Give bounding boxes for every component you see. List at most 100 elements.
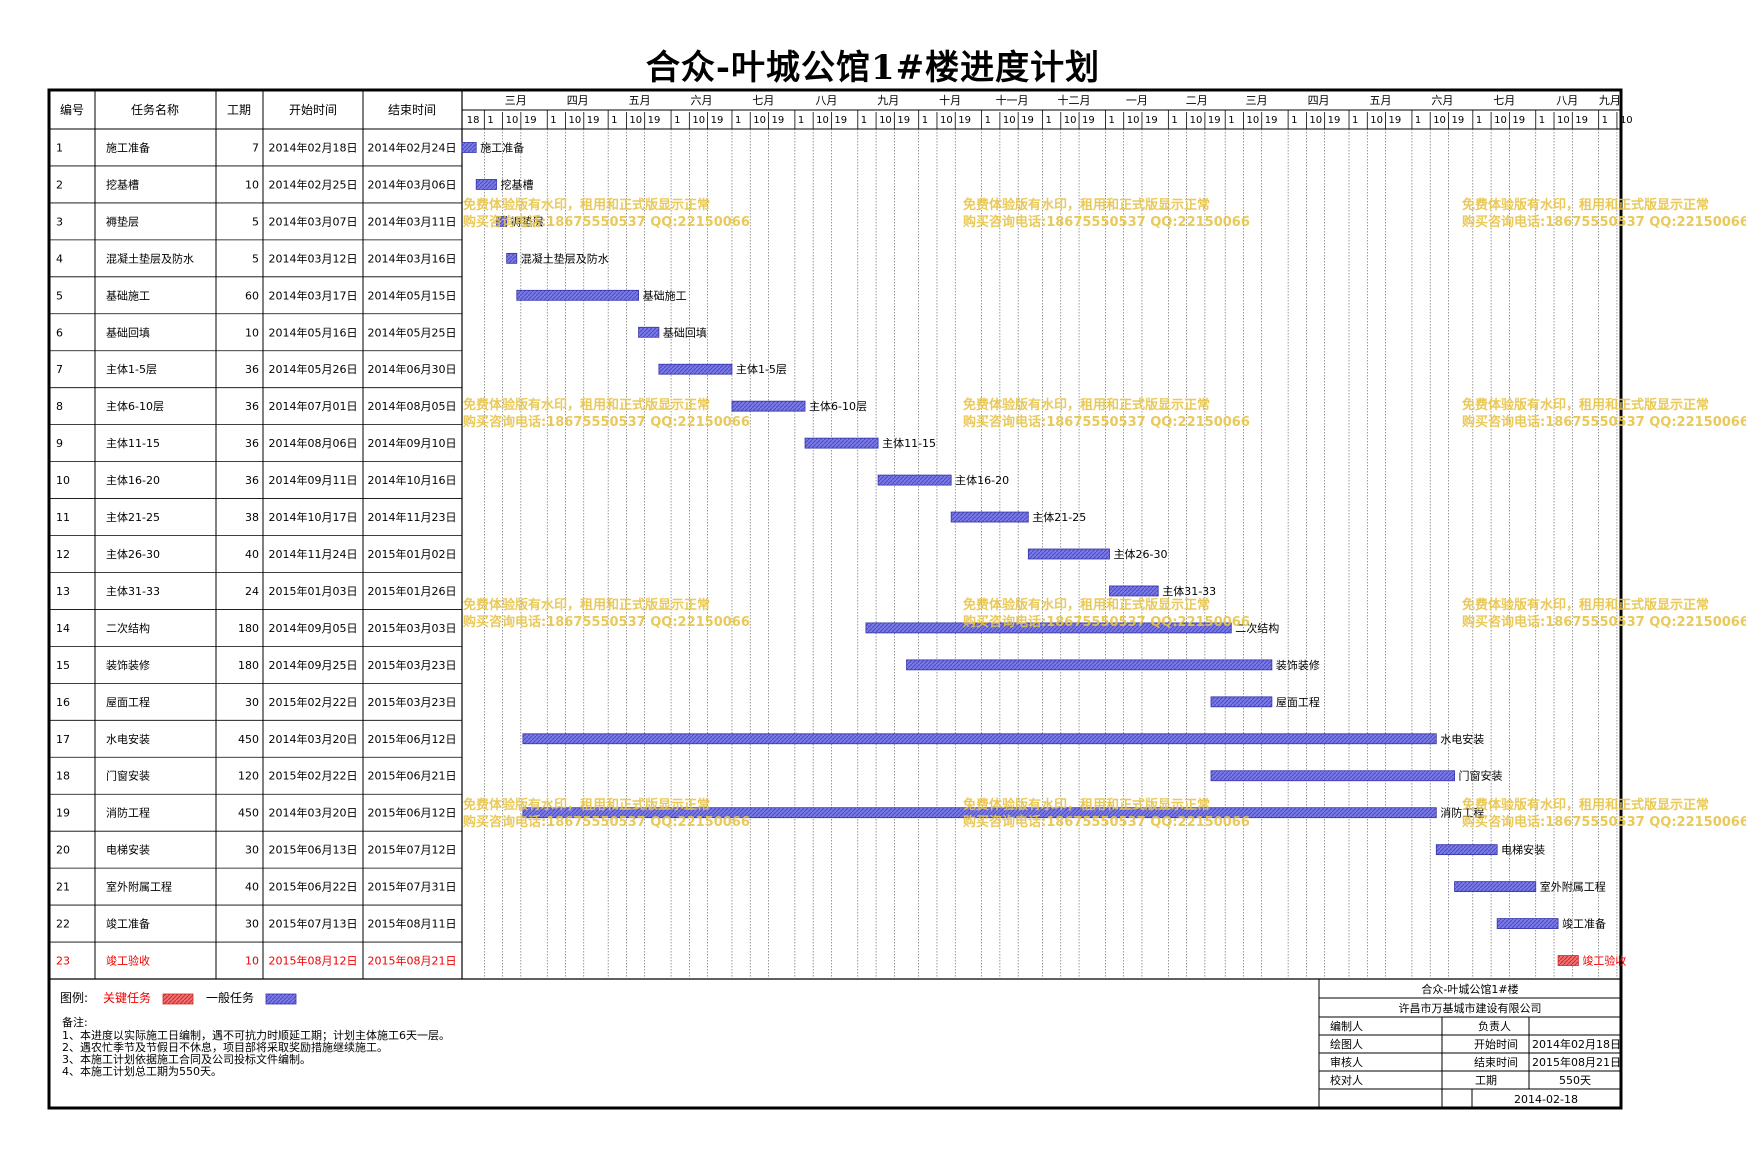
cell-duration: 36	[245, 437, 259, 450]
tick-label: 10	[1620, 115, 1633, 126]
legend-critical-swatch	[162, 993, 194, 1005]
cell-start: 2015年08月12日	[269, 954, 358, 968]
cell-duration: 10	[245, 178, 259, 191]
month-label: 九月	[1599, 94, 1621, 107]
gantt-bar	[1210, 696, 1273, 708]
month-label: 七月	[752, 94, 774, 107]
cell-id: 13	[56, 585, 70, 598]
watermark-line: 购买咨询电话:18675550537 QQ:22150066	[963, 614, 1250, 630]
watermark-line: 免费体验版有水印，租用和正式版显示正常	[963, 397, 1210, 413]
bar-label: 消防工程	[1440, 806, 1484, 820]
cell-start: 2014年03月17日	[269, 288, 358, 302]
cell-end: 2015年08月21日	[368, 954, 457, 968]
tick-label: 1	[798, 115, 804, 126]
tick-label: 18	[467, 115, 480, 126]
cell-duration: 38	[245, 511, 259, 524]
gantt-bar	[516, 289, 639, 301]
tick-label: 10	[1309, 115, 1322, 126]
cell-duration: 450	[238, 807, 259, 820]
cell-duration: 180	[238, 622, 259, 635]
titleblock-compiler: 编制人	[1330, 1019, 1363, 1033]
cell-start: 2014年03月20日	[269, 806, 358, 820]
month-label: 六月	[1431, 94, 1453, 107]
legend-normal-swatch	[265, 993, 297, 1005]
cell-end: 2014年05月25日	[368, 325, 457, 339]
month-label: 四月	[1308, 94, 1330, 107]
cell-name: 主体11-15	[106, 436, 160, 450]
cell-start: 2014年03月07日	[269, 214, 358, 228]
cell-end: 2015年08月11日	[368, 917, 457, 931]
bar-label: 基础施工	[643, 289, 687, 302]
cell-name: 竣工验收	[106, 954, 150, 968]
cell-duration: 40	[245, 881, 259, 894]
cell-duration: 10	[245, 955, 259, 968]
cell-start: 2015年07月13日	[269, 917, 358, 931]
cell-start: 2014年05月26日	[269, 362, 358, 376]
gantt-bar	[906, 659, 1273, 671]
tick-label: 10	[1003, 115, 1016, 126]
month-label: 五月	[629, 94, 651, 107]
month-label: 四月	[567, 94, 589, 107]
cell-name: 装饰装修	[106, 658, 150, 672]
gantt-bar	[522, 807, 1437, 819]
cell-end: 2014年05月15日	[368, 288, 457, 302]
title-block	[1318, 979, 1621, 1108]
tick-label: 10	[753, 115, 766, 126]
cell-name: 室外附属工程	[106, 880, 172, 894]
note-item: 3、本施工计划依据施工合同及公司投标文件编制。	[62, 1052, 311, 1066]
watermark-line: 免费体验版有水印，租用和正式版显示正常	[463, 597, 710, 613]
tick-label: 1	[1415, 115, 1421, 126]
cell-start: 2014年05月16日	[269, 325, 358, 339]
bar-label: 竣工验收	[1582, 954, 1626, 968]
gantt-bar	[1454, 881, 1537, 893]
tick-label: 1	[611, 115, 617, 126]
tick-label: 10	[940, 115, 953, 126]
tick-label: 19	[1145, 115, 1158, 126]
cell-start: 2014年09月25日	[269, 658, 358, 672]
titleblock-date: 2014-02-18	[1514, 1093, 1578, 1106]
titleblock-company: 许昌市万基城市建设有限公司	[1399, 1001, 1542, 1015]
cell-id: 19	[56, 807, 70, 820]
bar-label: 主体16-20	[955, 473, 1009, 487]
cell-duration: 30	[245, 918, 259, 931]
legend: 图例: 关键任务 一般任务	[60, 990, 297, 1005]
gantt-bar	[1109, 585, 1159, 597]
cell-id: 23	[56, 955, 70, 968]
tick-label: 10	[629, 115, 642, 126]
gantt-bar	[658, 363, 733, 375]
gantt-bar	[461, 142, 477, 153]
watermark-line: 购买咨询电话:18675550537 QQ:22150066	[1462, 414, 1746, 430]
cell-start: 2014年11月24日	[269, 547, 358, 561]
bar-label: 主体6-10层	[809, 399, 867, 413]
tick-label: 19	[897, 115, 910, 126]
cell-end: 2014年08月05日	[368, 399, 457, 413]
cell-id: 20	[56, 844, 70, 857]
month-label: 三月	[505, 94, 527, 107]
month-label: 八月	[815, 94, 837, 107]
gantt-bar	[1496, 918, 1559, 929]
titleblock-start-value: 2014年02月18日	[1532, 1037, 1621, 1051]
titleblock-manager: 负责人	[1478, 1019, 1511, 1033]
cell-name: 挖基槽	[106, 177, 139, 191]
month-label: 八月	[1556, 94, 1578, 107]
tick-label: 10	[692, 115, 705, 126]
month-label: 十二月	[1057, 93, 1090, 107]
cell-id: 22	[56, 918, 70, 931]
gantt-bar	[1210, 770, 1455, 782]
gantt-bar	[1435, 844, 1498, 856]
tick-label: 19	[958, 115, 971, 126]
watermark-line: 免费体验版有水印，租用和正式版显示正常	[463, 797, 710, 813]
cell-end: 2015年03月23日	[368, 695, 457, 709]
cell-end: 2014年06月30日	[368, 362, 457, 376]
